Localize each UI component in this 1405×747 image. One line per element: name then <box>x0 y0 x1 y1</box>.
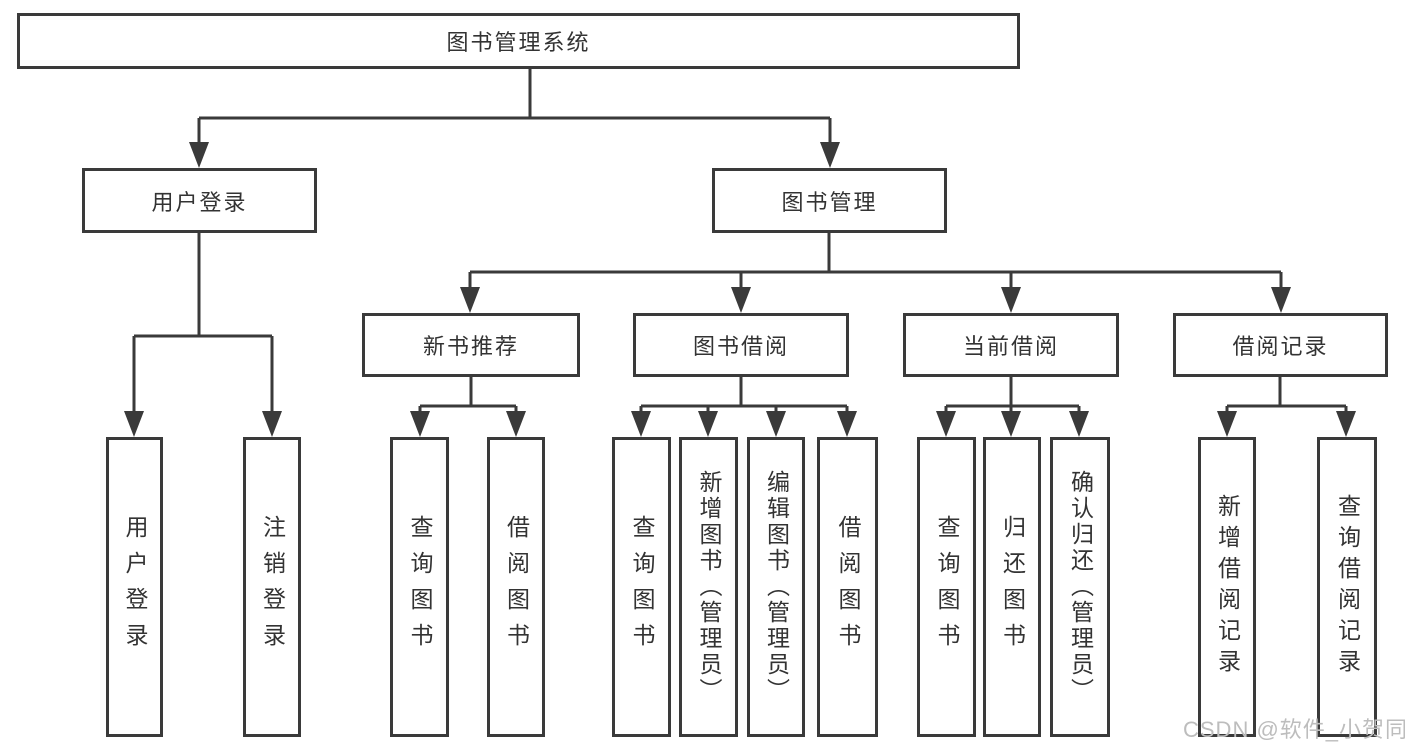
node-borrow-books-recommend: 借阅图书 <box>487 437 545 737</box>
watermark-text: CSDN @软件_小贺同学 <box>1183 717 1405 742</box>
node-label: 图书借阅 <box>692 334 789 359</box>
node-book-management: 图书管理 <box>712 168 947 233</box>
node-label: 编辑图书（管理员） <box>763 470 790 704</box>
node-borrow-books-borrow: 借阅图书 <box>817 437 878 737</box>
node-label: 用户登录 <box>122 515 148 659</box>
node-return-books: 归还图书 <box>983 437 1041 737</box>
node-label: 用户登录 <box>151 189 248 215</box>
node-current-borrowing: 当前借阅 <box>903 313 1119 377</box>
node-label: 借阅记录 <box>1232 334 1329 359</box>
node-query-books-current: 查询图书 <box>917 437 976 737</box>
node-label: 当前借阅 <box>962 334 1059 359</box>
node-query-borrow-record: 查询借阅记录 <box>1317 437 1377 737</box>
node-edit-book-admin: 编辑图书（管理员） <box>747 437 805 737</box>
node-label: 新增借阅记录 <box>1214 494 1241 680</box>
node-label: 查询图书 <box>407 515 433 659</box>
node-add-borrow-record: 新增借阅记录 <box>1198 437 1256 737</box>
node-label: 查询图书 <box>629 515 655 659</box>
node-user-login: 用户登录 <box>82 168 317 233</box>
node-logout: 注销登录 <box>243 437 301 737</box>
node-borrowing-records: 借阅记录 <box>1173 313 1388 377</box>
node-label: 归还图书 <box>999 515 1026 659</box>
node-label: 查询图书 <box>934 515 960 659</box>
node-new-book-recommendation: 新书推荐 <box>362 313 580 377</box>
connector-stems <box>132 69 1348 416</box>
node-add-book-admin: 新增图书（管理员） <box>679 437 738 737</box>
node-label: 确认归还（管理员） <box>1067 470 1094 704</box>
node-label: 图书管理系统 <box>446 30 591 55</box>
node-label: 借阅图书 <box>835 515 861 659</box>
node-query-books-borrow: 查询图书 <box>612 437 671 737</box>
node-confirm-return-admin: 确认归还（管理员） <box>1050 437 1110 737</box>
node-user-login-leaf: 用户登录 <box>106 437 163 737</box>
node-query-books-recommend: 查询图书 <box>390 437 449 737</box>
node-label: 新增图书（管理员） <box>696 470 722 704</box>
node-label: 新书推荐 <box>422 334 519 359</box>
node-label: 图书管理 <box>781 189 878 215</box>
node-label: 借阅图书 <box>503 515 530 659</box>
node-label: 查询借阅记录 <box>1334 494 1361 680</box>
node-label: 注销登录 <box>259 515 286 659</box>
arrowhead-icons <box>124 142 1356 437</box>
node-book-borrowing: 图书借阅 <box>633 313 849 377</box>
node-book-management-system: 图书管理系统 <box>17 13 1020 69</box>
